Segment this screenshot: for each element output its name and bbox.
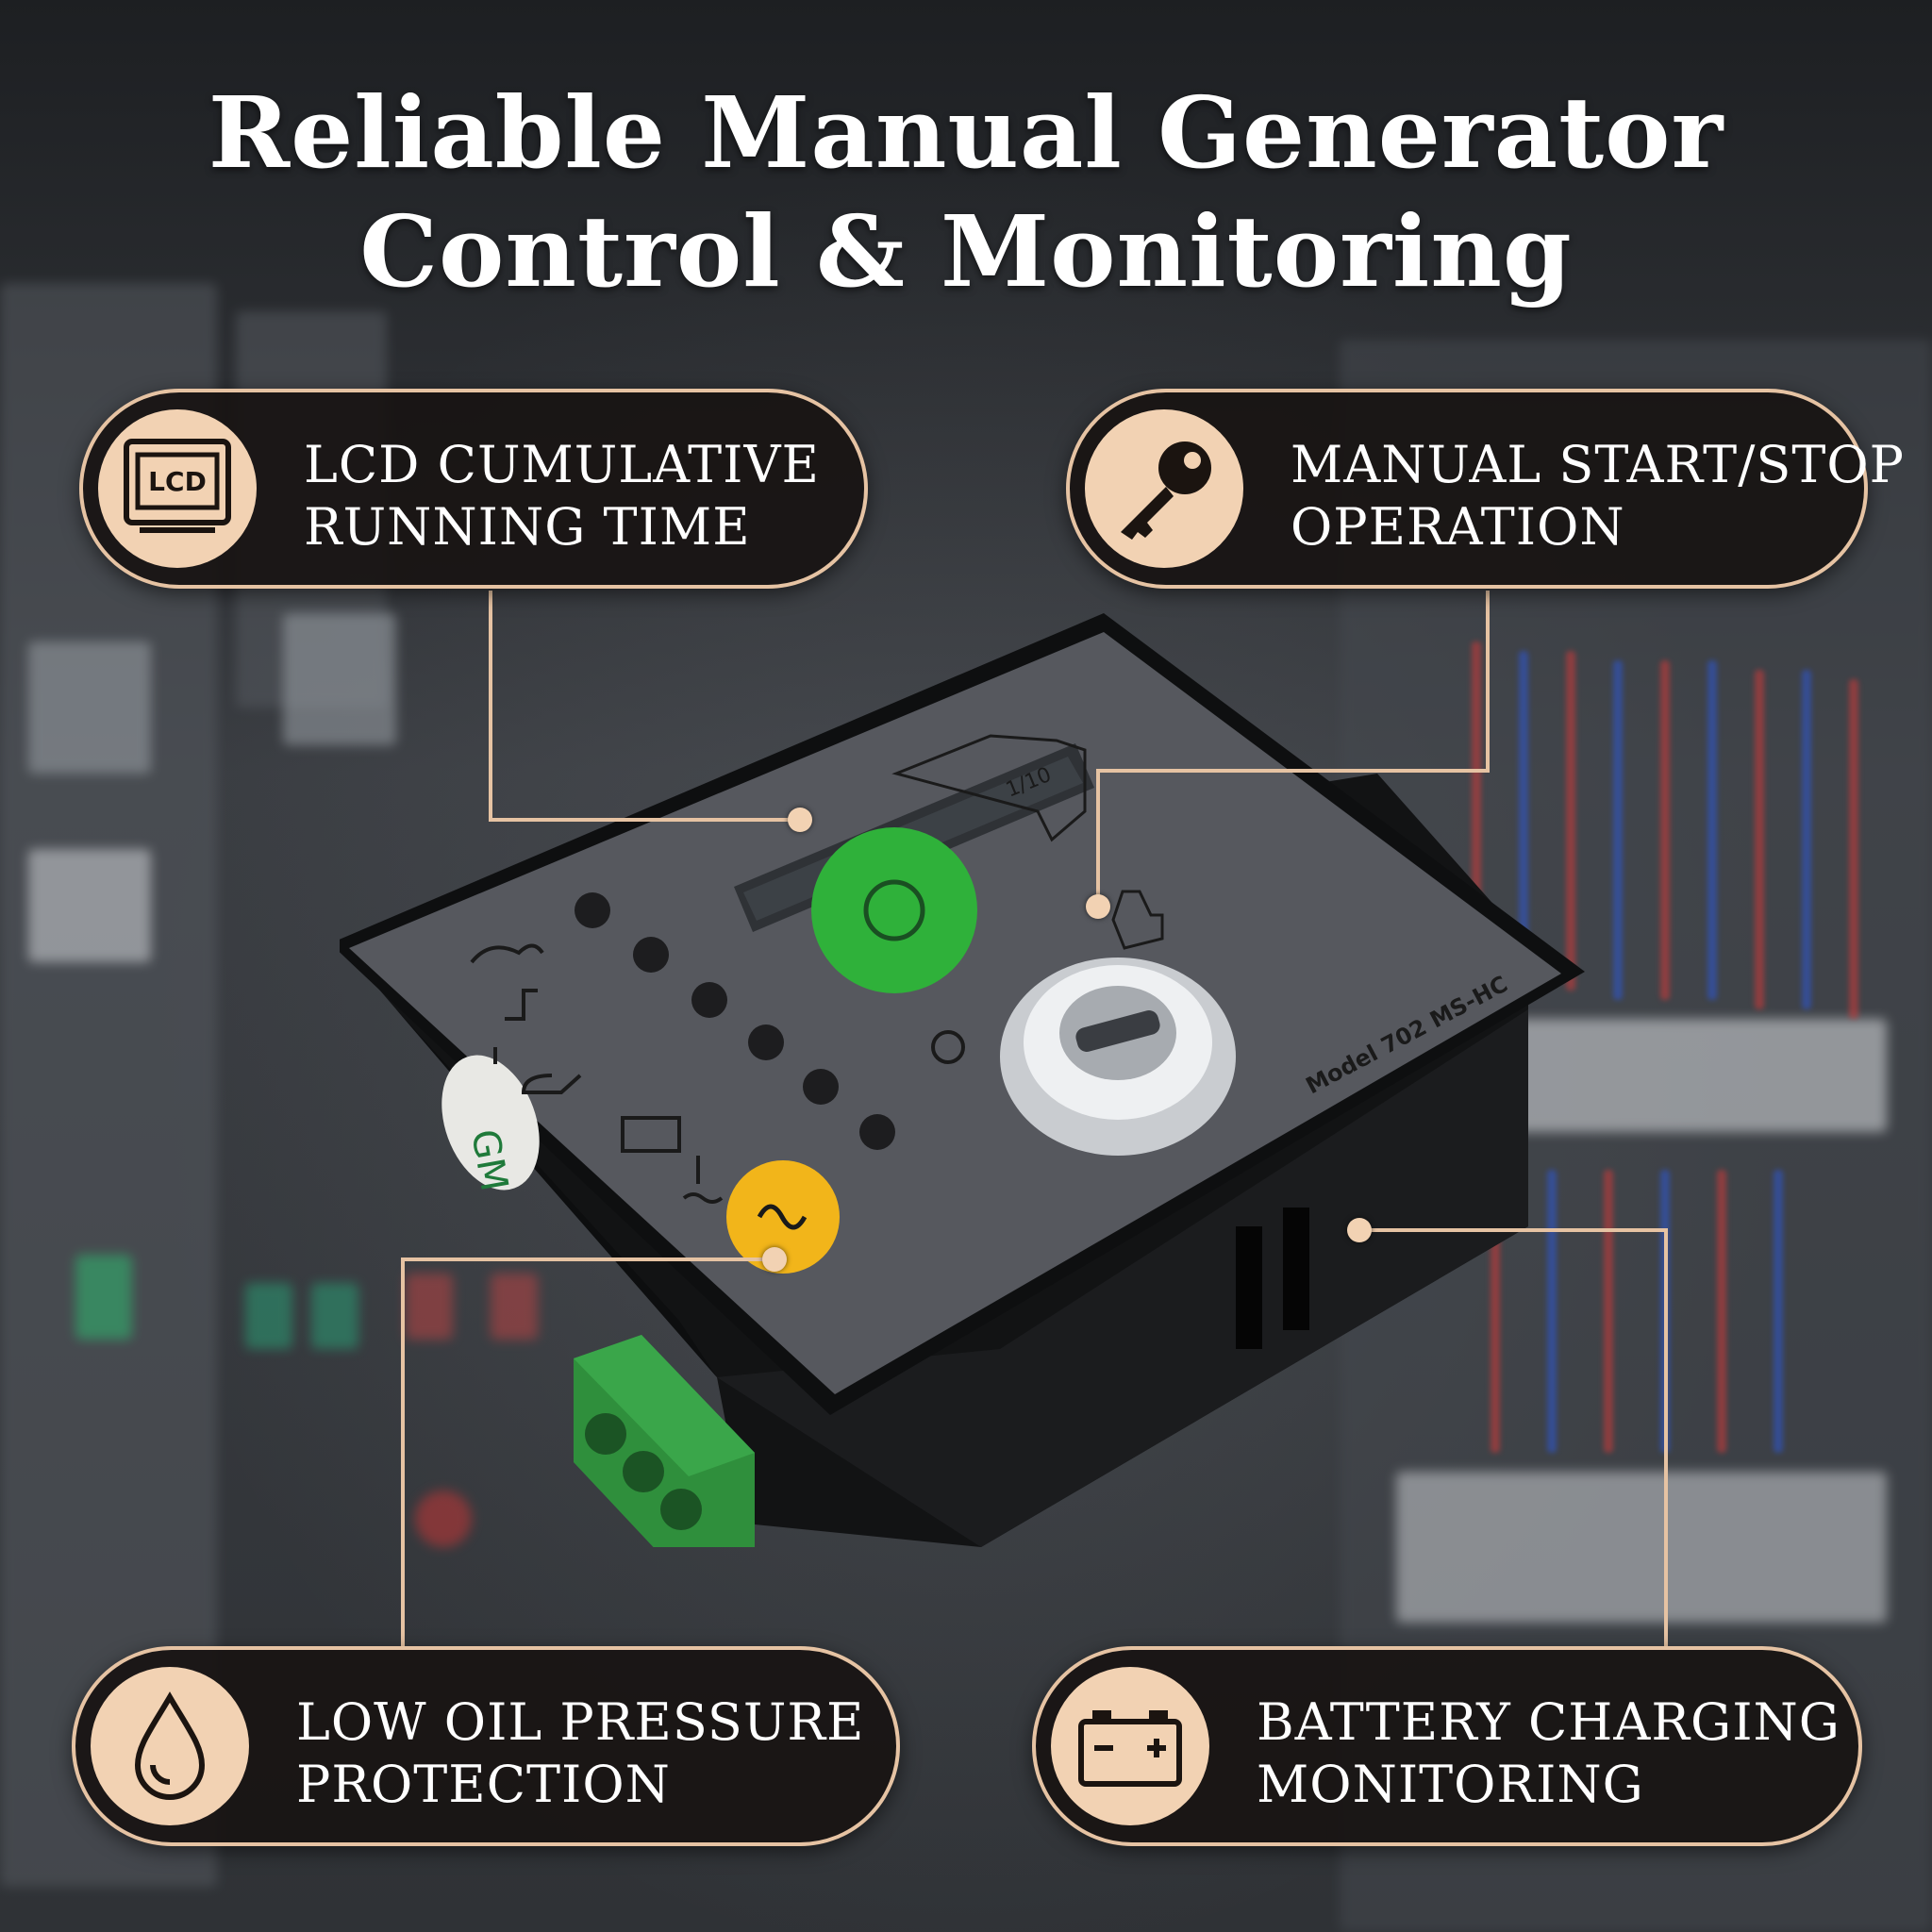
connector-line: [401, 1257, 405, 1646]
feature-lcd-running-time: LCD LCD CUMULATIVE RUNNING TIME: [79, 389, 868, 589]
connector-line: [1486, 591, 1490, 773]
generator-controller-device: GM 1/10 Model 702 MS-HC: [340, 613, 1585, 1547]
connector-line: [1358, 1228, 1668, 1232]
feature-label: MANUAL START/STOP OPERATION: [1291, 434, 1905, 558]
connector-line: [489, 818, 800, 822]
connector-line: [489, 591, 492, 822]
feature-label: BATTERY CHARGING MONITORING: [1257, 1691, 1840, 1816]
feature-label: LOW OIL PRESSURE PROTECTION: [296, 1691, 864, 1816]
key-icon-circle: [1085, 409, 1243, 568]
feature-label-line-1: LOW OIL PRESSURE: [296, 1692, 865, 1752]
feature-label-line-1: LCD CUMULATIVE: [304, 435, 820, 494]
feature-low-oil-pressure: LOW OIL PRESSURE PROTECTION: [72, 1646, 900, 1846]
battery-icon-circle: [1051, 1667, 1209, 1825]
feature-label-line-1: MANUAL START/STOP: [1291, 435, 1905, 494]
feature-label-line-2: RUNNING TIME: [304, 497, 751, 557]
feature-label-line-2: OPERATION: [1291, 497, 1625, 557]
feature-label-line-1: BATTERY CHARGING: [1257, 1692, 1840, 1752]
feature-label-line-2: PROTECTION: [296, 1755, 671, 1814]
feature-label: LCD CUMULATIVE RUNNING TIME: [304, 434, 820, 558]
oil-drop-icon-circle: [91, 1667, 249, 1825]
battery-icon: [1078, 1710, 1182, 1787]
svg-text:LCD: LCD: [148, 466, 207, 497]
oil-drop-icon: [134, 1691, 206, 1800]
feature-manual-start-stop: MANUAL START/STOP OPERATION: [1066, 389, 1904, 589]
connector-line: [1096, 769, 1100, 906]
headline-line-2: Control & Monitoring: [359, 193, 1573, 309]
key-switch: [1000, 958, 1236, 1156]
connector-dot: [1086, 894, 1110, 919]
connector-line: [401, 1257, 776, 1261]
gm-badge: GM: [462, 1126, 516, 1195]
lcd-icon: LCD: [124, 439, 231, 533]
headline-line-1: Reliable Manual Generator: [208, 75, 1724, 191]
feature-battery-charging: BATTERY CHARGING MONITORING: [1032, 1646, 1862, 1846]
headline: Reliable Manual Generator Control & Moni…: [0, 74, 1932, 311]
connector-line: [1664, 1228, 1668, 1646]
connector-line: [1096, 769, 1490, 773]
key-icon: [1121, 441, 1211, 540]
terminal-block: [574, 1335, 755, 1547]
connector-dot: [762, 1247, 787, 1272]
connector-dot: [1347, 1218, 1372, 1242]
feature-label-line-2: MONITORING: [1257, 1755, 1644, 1814]
connector-dot: [788, 808, 812, 832]
lcd-icon-circle: LCD: [98, 409, 257, 568]
